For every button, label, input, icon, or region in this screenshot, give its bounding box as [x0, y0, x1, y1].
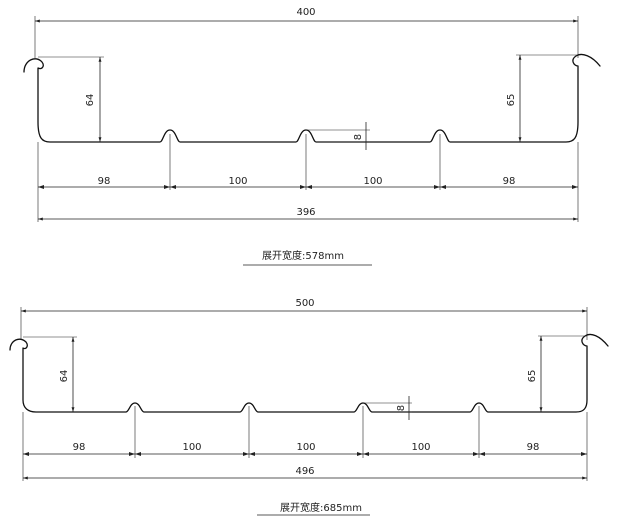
- drawing-2: 500 64 65 8 98 100 100: [9, 298, 609, 516]
- unfold-width-caption: 展开宽度:578mm: [262, 249, 344, 262]
- segment-label: 98: [527, 442, 540, 453]
- right-height-label: 65: [527, 370, 538, 383]
- segment-label: 98: [73, 442, 86, 453]
- sheet-profile: [9, 333, 609, 413]
- bottom-total-label: 396: [296, 207, 315, 218]
- segment-label: 100: [296, 442, 315, 453]
- top-dim-label: 400: [296, 7, 315, 18]
- rib-height-label: 8: [396, 405, 407, 411]
- caption-label: 展开宽度:: [262, 249, 305, 262]
- segment-ticks: [38, 185, 578, 189]
- bottom-total-label: 496: [295, 466, 314, 477]
- segment-label: 98: [503, 176, 516, 187]
- top-dim-label: 500: [295, 298, 314, 309]
- unfold-width-caption: 展开宽度:685mm: [280, 501, 362, 514]
- right-height-label: 65: [506, 94, 517, 107]
- drawing-1: 400 64 65 8 98 100 100 98: [23, 7, 601, 266]
- segment-label: 100: [411, 442, 430, 453]
- rib-height-label: 8: [353, 134, 364, 140]
- segment-label: 100: [363, 176, 382, 187]
- segment-label: 98: [98, 176, 111, 187]
- segment-label: 100: [228, 176, 247, 187]
- caption-label: 展开宽度:: [280, 501, 323, 514]
- left-height-label: 64: [85, 94, 96, 107]
- segment-label: 100: [182, 442, 201, 453]
- caption-value: 685mm: [323, 503, 362, 514]
- segment-ticks: [23, 452, 587, 456]
- caption-value: 578mm: [305, 251, 344, 262]
- left-height-label: 64: [59, 370, 70, 383]
